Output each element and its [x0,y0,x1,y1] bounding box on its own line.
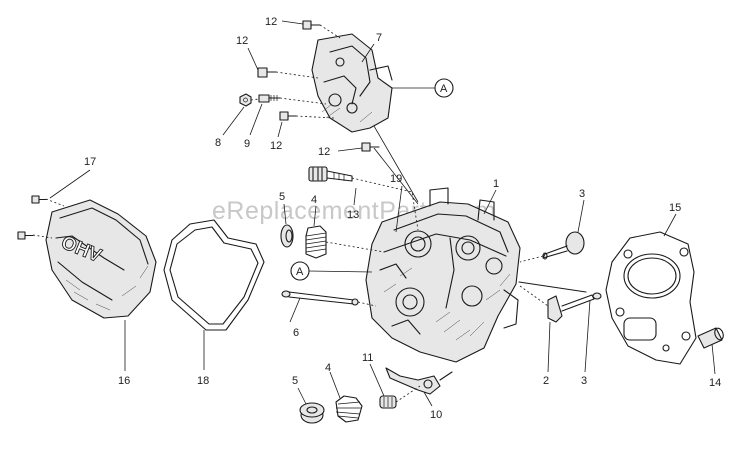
callout-9: 9 [244,138,250,150]
cover-bolt-17-upper [31,195,47,204]
svg-text:A: A [296,266,304,278]
callout-5-lower: 5 [292,375,298,387]
rocker-arm [385,367,453,395]
reference-marker-a-top: A [434,78,454,98]
callout-3-upper: 3 [579,188,585,200]
bolt-9 [258,94,281,103]
bolt-12-left [257,67,277,78]
callout-13: 13 [347,209,359,221]
head-gasket [605,231,697,365]
exhaust-valve [542,231,585,260]
callout-17: 17 [84,156,96,168]
callout-12-top: 12 [265,16,277,28]
cover-bolt-17-lower [17,231,34,240]
valve-seat [592,292,602,300]
valve-cover: OHV [45,199,157,319]
bolt-12-mid [279,111,297,121]
callout-8: 8 [215,137,221,149]
callout-2: 2 [543,375,549,387]
head-bolt [308,166,353,182]
callout-4-upper: 4 [311,194,317,206]
callout-16: 16 [118,375,130,387]
callout-7: 7 [376,32,382,44]
nut-8 [239,93,252,107]
intake-valve [547,294,595,323]
callout-11: 11 [362,352,373,364]
callout-labels: 12 12 7 8 9 12 12 17 16 18 6 5 4 13 19 1… [84,16,721,421]
callout-12-mid: 12 [270,140,282,152]
callout-15: 15 [669,202,681,214]
callout-3-lower: 3 [581,375,587,387]
callout-5-upper: 5 [279,191,285,203]
push-rod [281,290,359,306]
dowel-pin [697,327,724,349]
callout-1: 1 [493,178,499,190]
callout-4-lower: 4 [325,362,331,374]
callout-18: 18 [197,375,209,387]
bolt-12-right [361,142,380,152]
reference-marker-a-left: A [290,261,310,281]
cylinder-head [365,187,521,363]
valve-spring-upper [305,225,327,259]
rocker-arm-bracket [311,33,393,133]
callout-12-right: 12 [318,146,330,158]
svg-text:A: A [440,83,448,95]
callout-14: 14 [709,377,721,389]
cover-gasket [163,219,265,331]
callout-10: 10 [430,409,442,421]
bolt-12-top [302,20,321,30]
spring-retainer-upper [280,224,294,248]
callout-12-left: 12 [236,35,248,47]
leader-lines [49,20,716,407]
callout-19: 19 [390,173,402,185]
callout-6: 6 [293,327,299,339]
valve-stem-seal [379,395,397,409]
spring-retainer-lower [299,402,325,424]
valve-spring-lower [335,395,363,423]
